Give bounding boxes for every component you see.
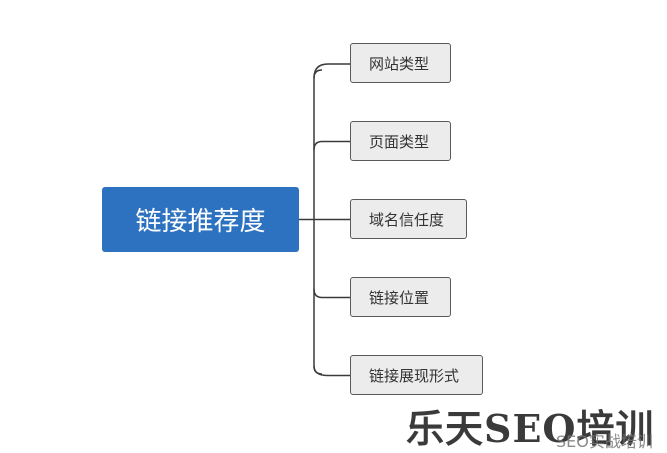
subtopic-node-page-type[interactable]: 页面类型 — [350, 121, 451, 161]
connector-branch-3 — [313, 288, 350, 299]
watermark-logo-text: 乐天SEO培训 — [406, 405, 655, 451]
connector-branch-0 — [313, 63, 350, 79]
subtopic-label: 网站类型 — [369, 54, 430, 73]
watermark-caption: SEO实战培训 — [556, 432, 653, 451]
subtopic-label: 链接位置 — [369, 288, 430, 307]
subtopic-node-site-type[interactable]: 网站类型 — [350, 43, 451, 83]
connector-branch-1 — [313, 140, 350, 151]
connector-branch-4 — [313, 365, 350, 377]
subtopic-label: 域名信任度 — [369, 210, 445, 229]
subtopic-node-link-position[interactable]: 链接位置 — [350, 277, 451, 317]
subtopic-node-domain-trust[interactable]: 域名信任度 — [350, 199, 467, 239]
subtopic-label: 链接展现形式 — [369, 366, 460, 385]
root-topic-label: 链接推荐度 — [135, 207, 266, 237]
root-topic-node[interactable]: 链接推荐度 — [102, 187, 299, 252]
connector-vertical — [313, 69, 323, 375]
subtopic-label: 页面类型 — [369, 132, 430, 151]
subtopic-node-link-display-form[interactable]: 链接展现形式 — [350, 355, 483, 395]
